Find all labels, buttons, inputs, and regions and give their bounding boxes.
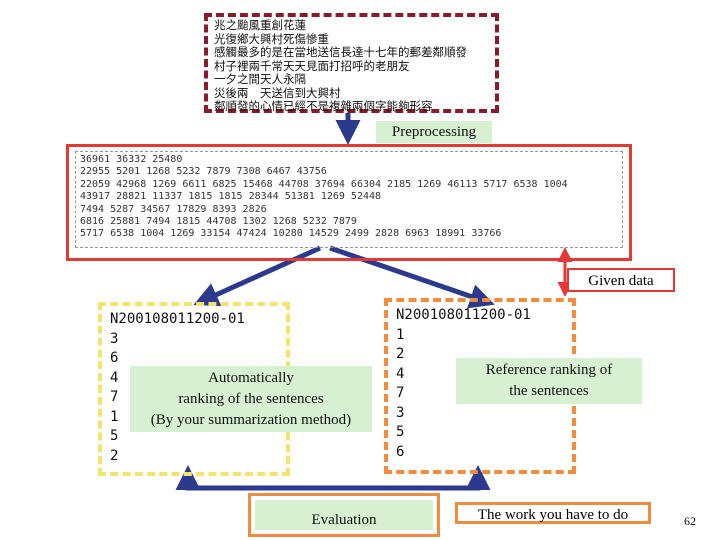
given-data-label: Given data (567, 268, 675, 292)
numbers-inner: 36961 36332 25480 22955 5201 1268 5232 7… (75, 151, 623, 248)
reference-ranking-label-line: Reference ranking of (485, 362, 613, 378)
rank-item: 7 (110, 389, 119, 405)
rank-item: 5 (396, 424, 405, 440)
auto-ranking-label: Automatically ranking of the sentences (… (130, 366, 372, 432)
rank-item: 4 (396, 365, 405, 382)
number-row: 36961 36332 25480 (80, 154, 183, 165)
number-row: 6816 25881 7494 1815 44708 1302 1268 523… (80, 216, 357, 228)
auto-ranking-label-line: ranking of the sentences (178, 391, 324, 407)
rank-item: 6 (396, 443, 405, 460)
number-row: 7494 5287 34567 17829 8393 2826 (80, 203, 267, 215)
rank-item: 3 (396, 404, 405, 421)
preprocessing-label: Preprocessing (376, 121, 492, 143)
arrow-numbers-to-reference (329, 245, 495, 309)
work-label: The work you have to do (455, 502, 651, 524)
auto-ranking-label-line: Automatically (208, 370, 294, 386)
arrow-numbers-to-auto (193, 245, 322, 307)
auto-ranking-label-line: (By your summarization method) (150, 412, 352, 428)
rank-item: 4 (110, 369, 119, 386)
numbers-box: 36961 36332 25480 22955 5201 1268 5232 7… (66, 144, 632, 261)
number-row: 22955 5201 1268 5232 7879 7308 6467 4375… (80, 166, 327, 178)
chinese-text-block: 兆之颱風重創花蓮 光復鄉大興村死傷慘重 感觸最多的是在當地送信長達十七年的郵差鄰… (204, 13, 499, 113)
reference-ranking-label-line: the sentences (509, 383, 589, 399)
text-line: 村子裡兩千常天天見面打招呼的老朋友 (214, 58, 410, 73)
rank-item: 1 (396, 326, 405, 343)
text-line: 災後兩 天送信到大興村 (214, 85, 341, 100)
text-line: 兆之颱風重創花蓮 (214, 18, 306, 32)
rank-item: 5 (110, 428, 119, 444)
rank-item: 3 (110, 330, 119, 347)
evaluation-label: Evaluation (255, 500, 433, 530)
reference-ranking-label: Reference ranking of the sentences (456, 358, 642, 404)
rank-item: 1 (110, 408, 119, 425)
rank-item: 7 (396, 385, 405, 401)
page-number: 62 (684, 514, 696, 528)
rank-item: 2 (110, 447, 119, 464)
rank-item: 2 (396, 346, 405, 362)
text-line: 感觸最多的是在當地送信長達十七年的郵差鄰順發 (214, 45, 467, 59)
ranking-header: N200108011200-01 (396, 307, 531, 323)
number-row: 43917 28821 11337 1815 1815 28344 51381 … (80, 191, 382, 203)
evaluation-box: Evaluation (248, 493, 440, 537)
number-row: 5717 6538 1004 1269 33154 47424 10280 14… (80, 228, 502, 240)
text-line: 一夕之間天人永隔 (214, 72, 306, 86)
ranking-header: N200108011200-01 (110, 311, 245, 327)
rank-item: 6 (110, 350, 119, 366)
number-row: 22059 42968 1269 6611 6825 15468 44708 3… (80, 178, 568, 190)
text-line: 鄰順發的心情已經不是複雜兩個字能夠形容 (214, 99, 433, 113)
text-line: 光復鄉大興村死傷慘重 (214, 31, 329, 46)
arrow-evaluation-loop (175, 465, 491, 491)
